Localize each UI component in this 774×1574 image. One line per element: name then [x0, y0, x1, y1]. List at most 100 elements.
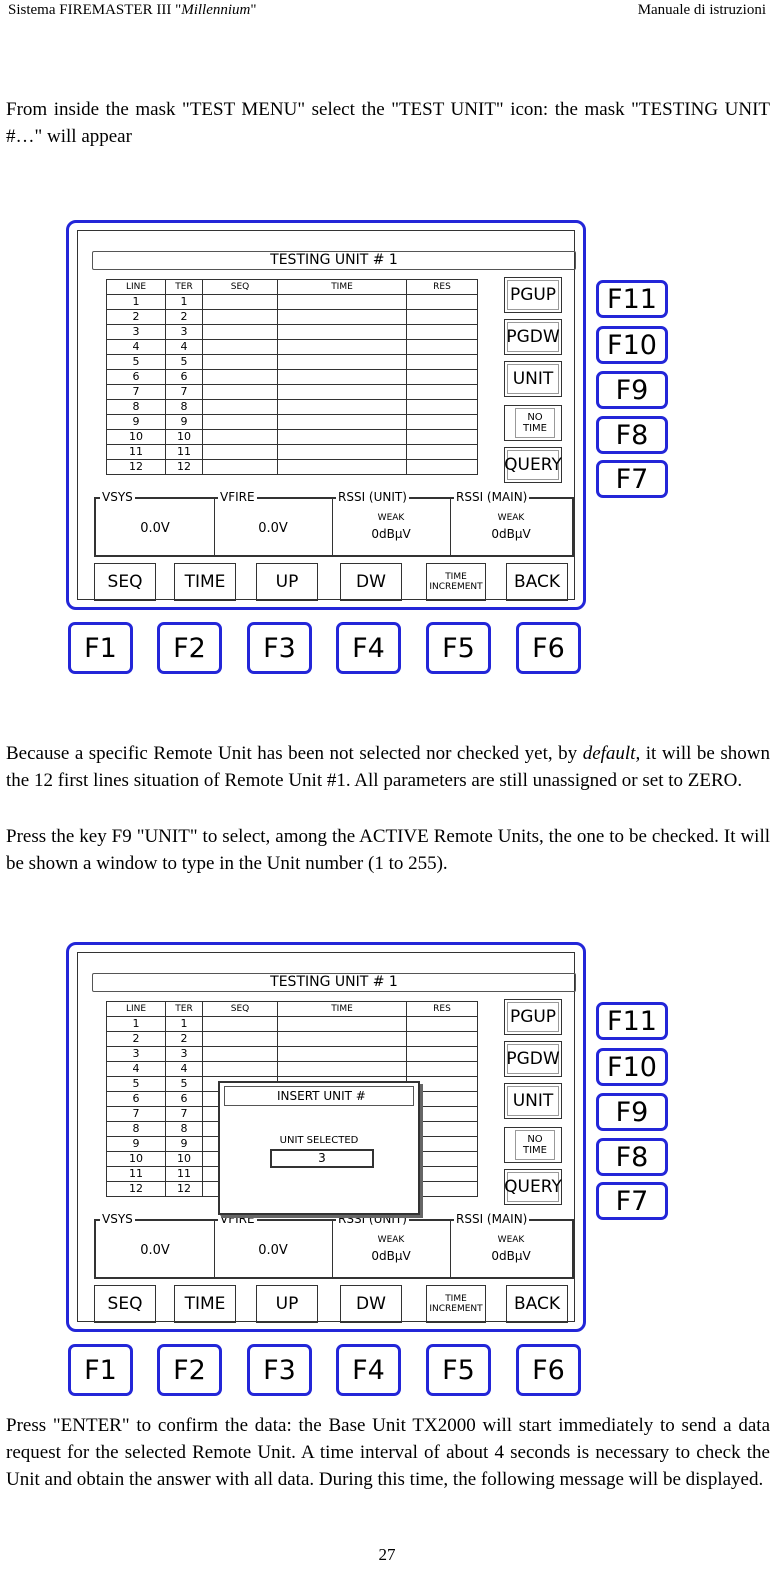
unit-number-input[interactable]: 3 [270, 1149, 374, 1168]
fkey-f10[interactable]: F10 [596, 326, 668, 364]
dialog-title: INSERT UNIT # [224, 1086, 414, 1106]
header-right: Manuale di istruzioni [637, 2, 766, 18]
seq-cell [202, 1061, 278, 1077]
fkey-f5[interactable]: F5 [426, 622, 491, 674]
line-cell: 3 [106, 324, 166, 340]
line-cell: 5 [106, 1076, 166, 1092]
side-button-query[interactable]: QUERY [504, 447, 562, 483]
seq-cell [202, 384, 278, 400]
seq-cell [202, 1031, 278, 1047]
side-button-query[interactable]: QUERY [504, 1169, 562, 1205]
ter-cell: 8 [165, 399, 203, 415]
side-button-unit[interactable]: UNIT [504, 1083, 562, 1119]
time-cell [277, 459, 407, 475]
side-button-pgup[interactable]: PGUP [504, 999, 562, 1035]
fkey-f3[interactable]: F3 [247, 1344, 312, 1396]
fkey-f7[interactable]: F7 [596, 1182, 668, 1220]
screen-title: TESTING UNIT # 1 [92, 251, 576, 270]
fkey-f4[interactable]: F4 [336, 622, 401, 674]
fkey-f9[interactable]: F9 [596, 371, 668, 409]
time-cell [277, 399, 407, 415]
seq-cell [202, 444, 278, 460]
ter-cell: 6 [165, 369, 203, 385]
fkey-f2[interactable]: F2 [157, 1344, 222, 1396]
paragraph-enter: Press "ENTER" to confirm the data: the B… [6, 1415, 770, 1490]
screen-button-time[interactable]: TIME [174, 563, 236, 601]
screen-button-up[interactable]: UP [256, 1285, 318, 1323]
fkey-f3[interactable]: F3 [247, 622, 312, 674]
column-header: SEQ [202, 1001, 278, 1017]
ter-cell: 5 [165, 1076, 203, 1092]
column-header: RES [406, 279, 478, 295]
line-cell: 3 [106, 1046, 166, 1062]
ter-cell: 4 [165, 1061, 203, 1077]
ter-cell: 9 [165, 414, 203, 430]
res-cell [406, 444, 478, 460]
column-header: TER [165, 1001, 203, 1017]
ter-cell: 4 [165, 339, 203, 355]
screen-button-time-increment[interactable]: TIME INCREMENT [426, 563, 486, 601]
fkey-f7[interactable]: F7 [596, 460, 668, 498]
fkey-f9[interactable]: F9 [596, 1093, 668, 1131]
column-header: TIME [277, 1001, 407, 1017]
fkey-f4[interactable]: F4 [336, 1344, 401, 1396]
paragraph-intro: From inside the mask "TEST MENU" select … [6, 99, 770, 147]
fkey-f8[interactable]: F8 [596, 416, 668, 454]
res-cell [406, 309, 478, 325]
line-cell: 12 [106, 459, 166, 475]
fkey-f8[interactable]: F8 [596, 1138, 668, 1176]
fkey-f1[interactable]: F1 [68, 1344, 133, 1396]
fkey-f11[interactable]: F11 [596, 280, 668, 318]
fkey-f11[interactable]: F11 [596, 1002, 668, 1040]
line-cell: 5 [106, 354, 166, 370]
side-button-pgup[interactable]: PGUP [504, 277, 562, 313]
line-cell: 6 [106, 1091, 166, 1107]
screen-button-up[interactable]: UP [256, 563, 318, 601]
res-cell [406, 1016, 478, 1032]
seq-cell [202, 309, 278, 325]
fkey-f6[interactable]: F6 [516, 1344, 581, 1396]
side-button-pgdw[interactable]: PGDW [504, 1041, 562, 1077]
side-button-pgdw[interactable]: PGDW [504, 319, 562, 355]
line-cell: 1 [106, 294, 166, 310]
seq-cell [202, 1016, 278, 1032]
screen-button-seq[interactable]: SEQ [94, 563, 156, 601]
fkey-f10[interactable]: F10 [596, 1048, 668, 1086]
screen-button-back[interactable]: BACK [506, 563, 568, 601]
res-cell [406, 294, 478, 310]
screen-button-back[interactable]: BACK [506, 1285, 568, 1323]
screen-button-dw[interactable]: DW [340, 563, 402, 601]
screen-button-time[interactable]: TIME [174, 1285, 236, 1323]
side-button-no-time[interactable]: NO TIME [504, 405, 562, 441]
screen-button-time-increment[interactable]: TIME INCREMENT [426, 1285, 486, 1323]
screen-button-seq[interactable]: SEQ [94, 1285, 156, 1323]
side-button-unit[interactable]: UNIT [504, 361, 562, 397]
screen-button-dw[interactable]: DW [340, 1285, 402, 1323]
fkey-f2[interactable]: F2 [157, 622, 222, 674]
line-cell: 12 [106, 1181, 166, 1197]
ter-cell: 10 [165, 1151, 203, 1167]
fkey-f6[interactable]: F6 [516, 622, 581, 674]
res-cell [406, 339, 478, 355]
line-cell: 4 [106, 1061, 166, 1077]
fkey-f5[interactable]: F5 [426, 1344, 491, 1396]
side-button-no-time[interactable]: NO TIME [504, 1127, 562, 1163]
res-cell [406, 354, 478, 370]
time-cell [277, 1016, 407, 1032]
fkey-f1[interactable]: F1 [68, 622, 133, 674]
ter-cell: 2 [165, 1031, 203, 1047]
